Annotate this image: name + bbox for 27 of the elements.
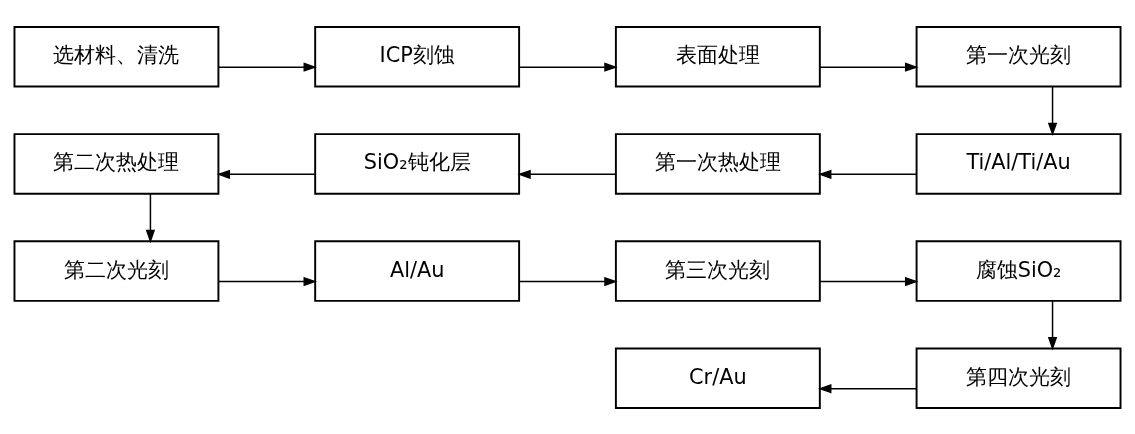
node-box: Ti/Al/Ti/Au [915, 132, 1122, 195]
arrow [217, 276, 317, 286]
node-box: 第一次光刻 [915, 25, 1122, 87]
node-box: 腐蚀SiO₂ [915, 239, 1122, 302]
node-box: SiO₂钝化层 [314, 132, 521, 195]
arrow [518, 61, 618, 72]
node-box: Cr/Au [614, 347, 821, 409]
arrow [819, 276, 919, 286]
node-box: Al/Au [314, 239, 521, 302]
node-box: ICP刻蚀 [314, 25, 521, 87]
arrow [818, 169, 918, 179]
node-box: 第二次热处理 [13, 132, 220, 195]
arrow [216, 169, 316, 179]
arrow [1047, 85, 1058, 136]
arrow [217, 61, 317, 72]
arrow [518, 276, 618, 286]
arrow [818, 383, 918, 393]
node-box: 第三次光刻 [614, 239, 821, 302]
node-box: 第二次光刻 [13, 239, 220, 302]
node-box: 表面处理 [614, 25, 821, 87]
arrow [145, 192, 156, 243]
node-box: 第四次光刻 [915, 347, 1122, 409]
arrow [517, 169, 617, 179]
arrow [1047, 299, 1058, 350]
node-box: 选材料、清洗 [13, 25, 220, 87]
node-box: 第一次热处理 [614, 132, 821, 195]
arrow [819, 61, 919, 72]
